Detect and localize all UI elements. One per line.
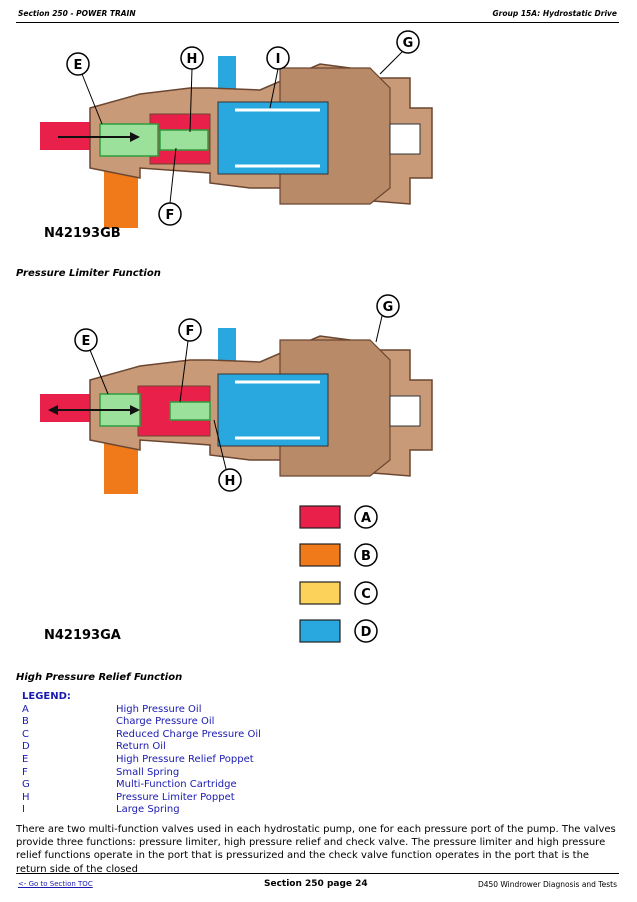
legend-item: B Charge Pressure Oil [22, 716, 261, 729]
spring-chamber [217, 101, 329, 175]
figure-2-caption: High Pressure Relief Function [16, 672, 183, 683]
figure-1-diagram: E H I G F [40, 30, 433, 228]
spring-chamber [217, 373, 329, 447]
legend-item: E High Pressure Relief Poppet [22, 754, 261, 767]
callout-G: G [403, 36, 414, 51]
legend-key: A [22, 703, 29, 715]
figure-2-diagram: E F G H [40, 294, 433, 494]
swatch-b [299, 543, 341, 567]
callout-E: E [82, 334, 91, 349]
swatch-label-d: D [361, 625, 372, 640]
group-title: Group 15A: Hydrostatic Drive [492, 9, 618, 18]
plug [389, 123, 421, 155]
document-title: D450 Windrower Diagnosis and Tests [477, 880, 617, 889]
body-paragraph: There are two multi-function valves used… [16, 824, 616, 875]
figure-2-id: N42193GA [44, 628, 121, 643]
callout-H: H [187, 52, 198, 67]
legend-value: Large Spring [116, 804, 180, 816]
callout-F: F [186, 324, 195, 339]
relief-poppet [99, 123, 159, 157]
section-title: Section 250 - POWER TRAIN [18, 9, 136, 18]
page-number: Section 250 page 24 [264, 879, 368, 889]
swatch-a [299, 505, 341, 529]
swatch-label-a: A [361, 511, 371, 526]
callout-F: F [166, 208, 175, 223]
callout-H: H [225, 474, 236, 489]
legend-item: A High Pressure Oil [22, 704, 261, 717]
swatch-label-c: C [361, 587, 371, 602]
callout-E: E [74, 58, 83, 73]
legend-key: D [22, 741, 30, 753]
swatch-c [299, 581, 341, 605]
legend-value: Small Spring [116, 766, 180, 778]
legend-key: E [22, 753, 29, 765]
swatch-d [299, 619, 341, 643]
return-pipe [218, 56, 236, 96]
page-header: Section 250 - POWER TRAIN Group 15A: Hyd… [16, 6, 619, 23]
legend-item: I Large Spring [22, 804, 261, 817]
legend-item: D Return Oil [22, 741, 261, 754]
limiter-poppet [159, 129, 209, 151]
callout-I: I [276, 52, 281, 67]
legend-value: Charge Pressure Oil [116, 716, 215, 728]
legend-value: High Pressure Relief Poppet [116, 753, 254, 765]
swatch-label-b: B [361, 549, 371, 564]
legend-key: F [22, 766, 28, 778]
legend-item: C Reduced Charge Pressure Oil [22, 729, 261, 742]
legend-value: Pressure Limiter Poppet [116, 791, 235, 803]
legend-item: H Pressure Limiter Poppet [22, 792, 261, 805]
color-key: A B C D [299, 505, 378, 643]
legend-item: F Small Spring [22, 767, 261, 780]
page-footer: <- Go to Section TOC Section 250 page 24… [16, 873, 619, 892]
legend-value: High Pressure Oil [116, 703, 202, 715]
legend-title: LEGEND: [22, 691, 71, 702]
legend-value: Reduced Charge Pressure Oil [116, 728, 261, 740]
legend-item: G Multi-Function Cartridge [22, 779, 261, 792]
legend-key: B [22, 716, 29, 728]
plug [389, 395, 421, 427]
legend-key: G [22, 779, 30, 791]
toc-link[interactable]: <- Go to Section TOC [18, 880, 93, 888]
legend-key: H [22, 791, 30, 803]
figure-1-id: N42193GB [44, 226, 121, 241]
callout-G: G [383, 300, 394, 315]
legend-key: I [22, 804, 25, 816]
legend-value: Return Oil [116, 741, 166, 753]
legend-value: Multi-Function Cartridge [116, 779, 237, 791]
return-pipe [218, 328, 236, 368]
limiter-poppet [169, 401, 211, 421]
legend-key: C [22, 728, 29, 740]
figure-1-caption: Pressure Limiter Function [16, 268, 161, 279]
